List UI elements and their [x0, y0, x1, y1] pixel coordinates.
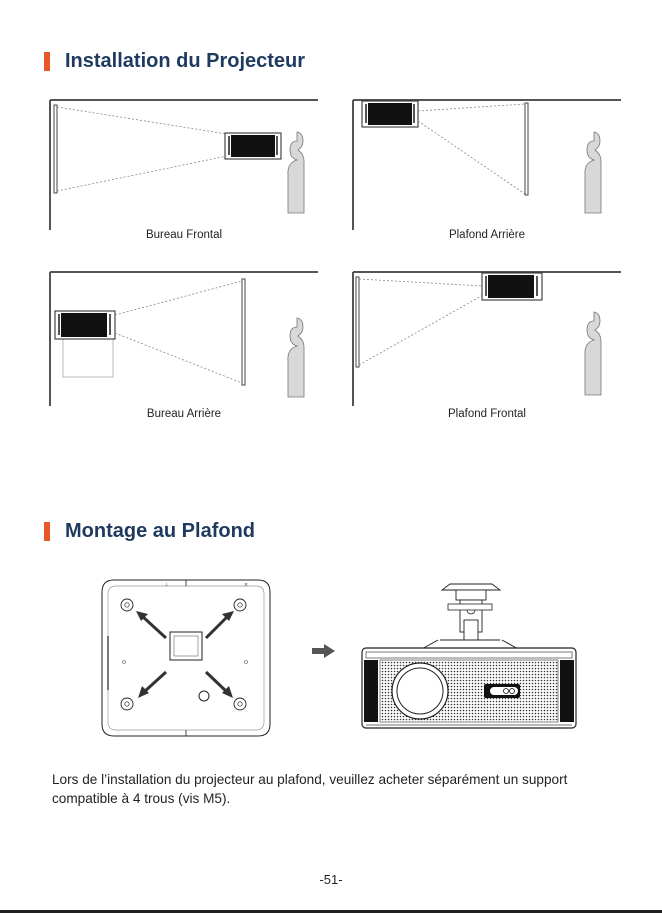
- projector-icon: [482, 273, 542, 300]
- table-icon: [63, 339, 113, 377]
- screw-hole-icon: [121, 599, 133, 611]
- caption-bureau-frontal: Bureau Frontal: [49, 229, 319, 241]
- projector-icon: [362, 101, 418, 127]
- caption-plafond-frontal: Plafond Frontal: [352, 408, 622, 420]
- person-icon: [585, 132, 601, 213]
- screw-hole-icon: [121, 698, 133, 710]
- projector-icon: [225, 133, 281, 159]
- caption-plafond-arriere: Plafond Arrière: [352, 229, 622, 241]
- right-arrow-icon: [312, 644, 336, 663]
- mounted-projector-illustration: [360, 580, 580, 745]
- panel-plafond-arriere: [352, 99, 622, 229]
- ceiling-bracket-icon: [420, 584, 520, 650]
- projector-bottom-view: ⊥ ×: [100, 578, 272, 743]
- section-title-text: Installation du Projecteur: [65, 50, 305, 73]
- accent-bar: [44, 52, 50, 71]
- person-icon: [288, 318, 304, 397]
- mounting-instruction-text: Lors de l’installation du projecteur au …: [52, 771, 612, 808]
- bottom-rule: [0, 910, 662, 913]
- projector-front-icon: [362, 648, 576, 728]
- panel-bureau-arriere: [49, 271, 319, 401]
- person-icon: [585, 312, 601, 395]
- svg-text:×: ×: [244, 582, 248, 588]
- accent-bar: [44, 522, 50, 541]
- panel-bureau-frontal: [49, 99, 319, 229]
- section-title-ceiling-mount: Montage au Plafond: [44, 520, 255, 543]
- person-icon: [288, 132, 304, 213]
- caption-bureau-arriere: Bureau Arrière: [49, 408, 319, 420]
- panel-plafond-frontal: [352, 271, 622, 401]
- page-number: -51-: [0, 872, 662, 887]
- screw-hole-icon: [234, 698, 246, 710]
- screw-hole-icon: [234, 599, 246, 611]
- svg-text:⊥: ⊥: [164, 582, 168, 588]
- projector-icon: [55, 311, 115, 339]
- section-title-text: Montage au Plafond: [65, 520, 255, 543]
- section-title-installation: Installation du Projecteur: [44, 50, 305, 73]
